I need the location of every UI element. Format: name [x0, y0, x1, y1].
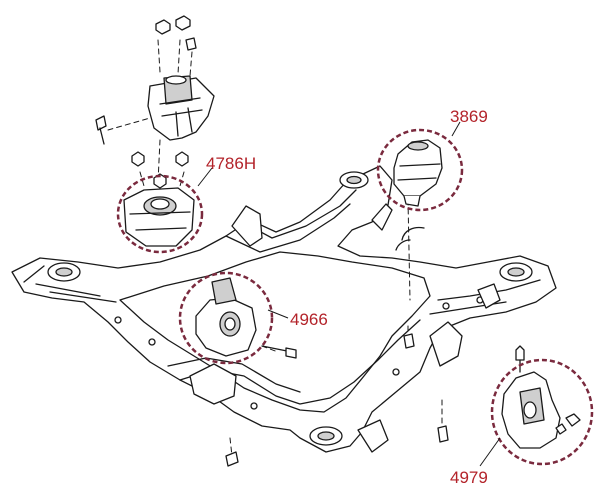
highlight-ring-4966 [178, 271, 274, 365]
callout-4786h: 4786H [206, 154, 257, 173]
mount-4979 [501, 345, 581, 449]
mount-3869 [393, 139, 443, 207]
highlight-ring-4979 [490, 358, 594, 466]
callout-4979: 4979 [450, 468, 488, 487]
bolts [225, 333, 449, 467]
leader-3869 [451, 121, 461, 137]
highlight-ring-4786h [116, 174, 204, 254]
mount-4966 [195, 277, 297, 359]
leader-4966 [267, 309, 289, 319]
subframe-crossmember [11, 165, 557, 453]
highlight-ring-3869 [376, 128, 464, 212]
leader-4786h [197, 167, 213, 187]
leader-4979 [479, 437, 501, 467]
mount-bracket-upper [95, 15, 215, 145]
alignment-guides [107, 39, 443, 457]
callout-4966: 4966 [290, 310, 328, 329]
callout-3869: 3869 [450, 107, 488, 126]
mount-4786h [123, 151, 195, 247]
